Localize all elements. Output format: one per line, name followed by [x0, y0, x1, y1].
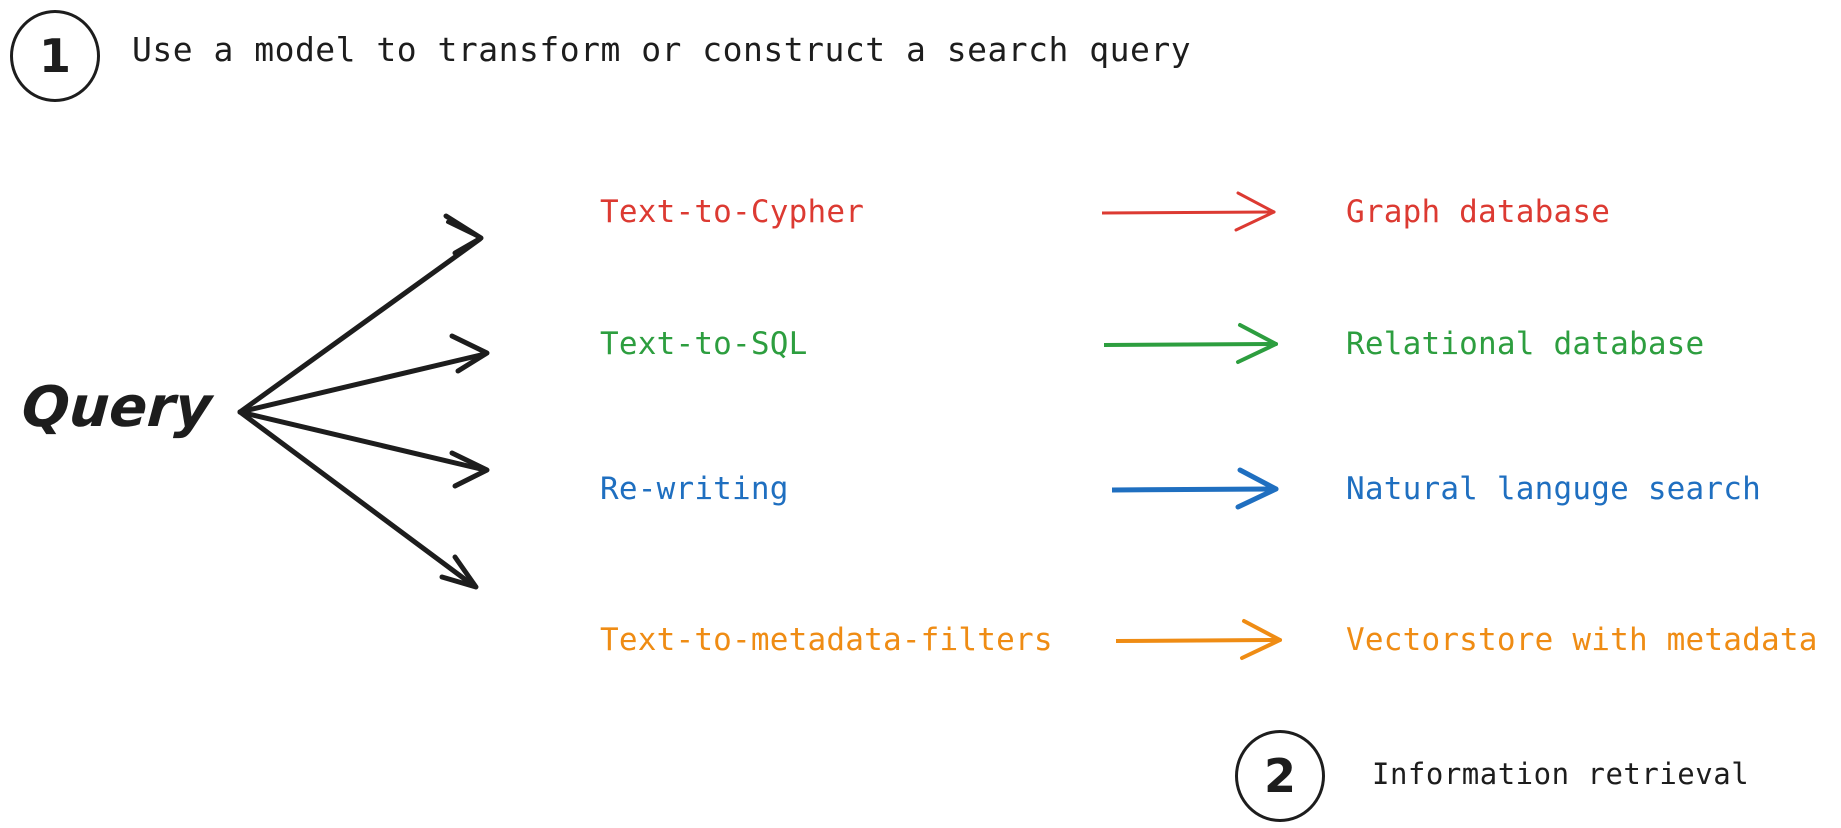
mapping-row: Text-to-metadata-filters Vectorstore with…: [0, 612, 1841, 668]
row-arrow-shaft: [1112, 486, 1279, 493]
step-2-caption: Information retrieval: [1372, 757, 1750, 791]
query-node-label: Query: [19, 375, 214, 440]
mapping-row: Text-to-Cypher Graph database: [0, 184, 1841, 240]
row-target-label: Natural languge search: [1346, 471, 1761, 507]
fan-branch-4-head: [439, 554, 479, 590]
row-source-label: Re-writing: [600, 471, 789, 507]
step-1-number: 1: [38, 29, 71, 83]
row-target-label: Vectorstore with metadata: [1346, 622, 1818, 658]
mapping-row: Text-to-SQL Relational database: [0, 316, 1841, 372]
row-arrow-head: [1236, 323, 1278, 364]
row-target-label: Relational database: [1346, 326, 1705, 362]
row-arrow: [1112, 467, 1279, 510]
row-target-label: Graph database: [1346, 194, 1611, 230]
row-source-label: Text-to-metadata-filters: [600, 622, 1053, 658]
row-arrow-head: [1240, 619, 1282, 660]
mapping-row: Re-writing Natural languge search: [0, 461, 1841, 517]
row-arrow-shaft: [1102, 210, 1276, 215]
row-arrow: [1116, 619, 1282, 660]
step-1-caption: Use a model to transform or construct a …: [132, 30, 1192, 69]
row-arrow-head: [1234, 191, 1276, 232]
row-arrow: [1102, 191, 1276, 232]
step-2-number: 2: [1263, 749, 1296, 803]
row-source-label: Text-to-Cypher: [600, 194, 865, 230]
row-arrow: [1104, 323, 1278, 364]
row-arrow-head: [1235, 467, 1279, 510]
step-1-badge: 1: [10, 10, 100, 102]
row-arrow-shaft: [1104, 342, 1278, 347]
row-arrow-shaft: [1116, 638, 1282, 643]
step-2-badge: 2: [1235, 730, 1325, 822]
row-source-label: Text-to-SQL: [600, 326, 808, 362]
